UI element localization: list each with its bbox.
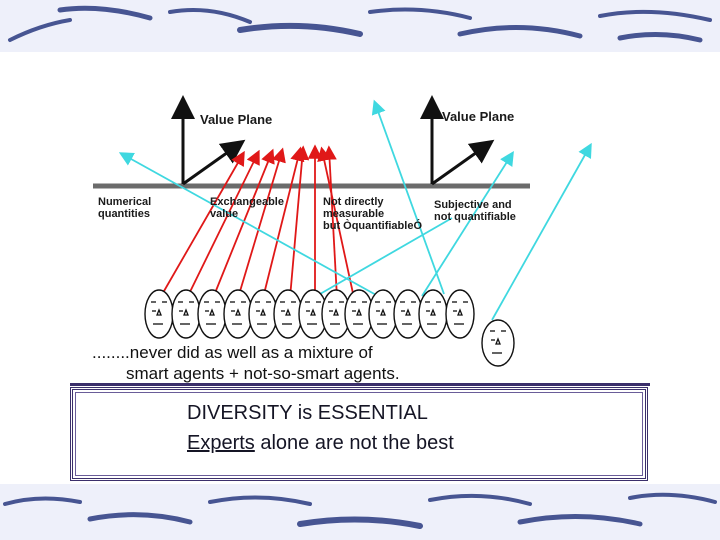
value-plane-right-diagonal-axis	[432, 145, 487, 184]
agent-face	[224, 290, 252, 338]
agent-face-separate	[482, 320, 514, 366]
red-arrow-4	[238, 151, 282, 298]
message-line-2: Experts alone are not the best	[187, 432, 454, 455]
agent-face	[419, 290, 447, 338]
agent-face	[145, 290, 173, 338]
red-arrow-1	[160, 154, 243, 298]
experts-underlined: Experts	[187, 432, 255, 454]
not-directly-measurable-label: Not directly measurable but Òquantifiabl…	[323, 196, 422, 232]
caption-line-2: smart agents + not-so-smart agents.	[126, 364, 400, 384]
numerical-quantities-label: Numerical quantities	[98, 196, 151, 220]
exchangeable-value-label: Exchangeable value	[210, 196, 284, 220]
agent-face	[369, 290, 397, 338]
value-plane-right-label: Value Plane	[442, 110, 514, 124]
value-plane-left-label: Value Plane	[200, 113, 272, 127]
message-box-top-rule	[70, 383, 650, 386]
agent-face	[172, 290, 200, 338]
cyan-arrow-4	[492, 146, 590, 320]
agent-face	[249, 290, 277, 338]
bottom-decorative-band	[0, 484, 720, 540]
caption-line-1: ........never did as well as a mixture o…	[92, 343, 373, 363]
red-arrow-6	[290, 149, 303, 298]
agent-face	[198, 290, 226, 338]
message-line-1: DIVERSITY is ESSENTIAL	[187, 402, 428, 425]
agent-face	[394, 290, 422, 338]
agent-face	[274, 290, 302, 338]
red-arrow-5	[263, 150, 300, 298]
message-line-2-rest: alone are not the best	[255, 432, 454, 454]
brush-stroke-pattern-bottom	[0, 484, 720, 540]
subjective-label: Subjective and not quantifiable	[434, 199, 516, 223]
cyan-arrow-3	[422, 154, 512, 296]
agent-face	[446, 290, 474, 338]
